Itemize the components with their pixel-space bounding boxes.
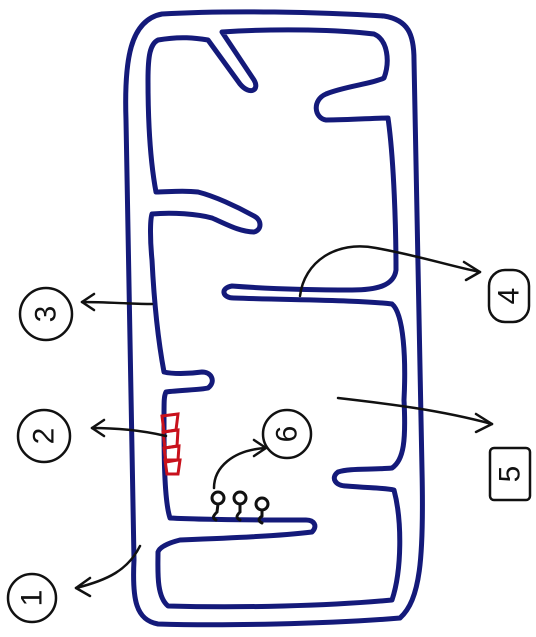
arrow-4 xyxy=(298,245,482,298)
label-5-box xyxy=(488,446,532,502)
label-2: 2 xyxy=(16,408,72,464)
arrow-2 xyxy=(90,418,168,438)
label-2-text: 2 xyxy=(28,428,61,445)
outer-membrane xyxy=(123,9,425,628)
label-1-text: 1 xyxy=(16,590,49,607)
particle-4 xyxy=(163,458,182,476)
arrow-group xyxy=(74,245,494,598)
label-1-circle xyxy=(6,572,58,624)
knob-3 xyxy=(254,496,270,525)
label-3-text: 3 xyxy=(30,306,63,323)
knob-group xyxy=(210,490,270,525)
label-6-circle xyxy=(261,408,313,460)
arrow-5 xyxy=(336,396,494,434)
label-1: 1 xyxy=(6,572,58,624)
label-6: 6 xyxy=(261,408,313,460)
label-2-circle xyxy=(16,408,72,464)
inner-membrane xyxy=(145,27,408,610)
label-4-box xyxy=(487,268,531,324)
label-4: 4 xyxy=(487,268,531,324)
label-3-circle xyxy=(18,286,74,342)
label-3: 3 xyxy=(18,286,74,342)
knob-2 xyxy=(232,490,248,522)
label-4-text: 4 xyxy=(493,288,526,305)
label-6-text: 6 xyxy=(271,426,304,443)
particle-group xyxy=(160,412,182,476)
arrow-3 xyxy=(80,292,154,312)
arrow-1 xyxy=(74,544,142,598)
label-5: 5 xyxy=(488,446,532,502)
label-5-text: 5 xyxy=(494,466,527,483)
knob-1 xyxy=(210,490,226,522)
arrow-6 xyxy=(212,438,268,490)
